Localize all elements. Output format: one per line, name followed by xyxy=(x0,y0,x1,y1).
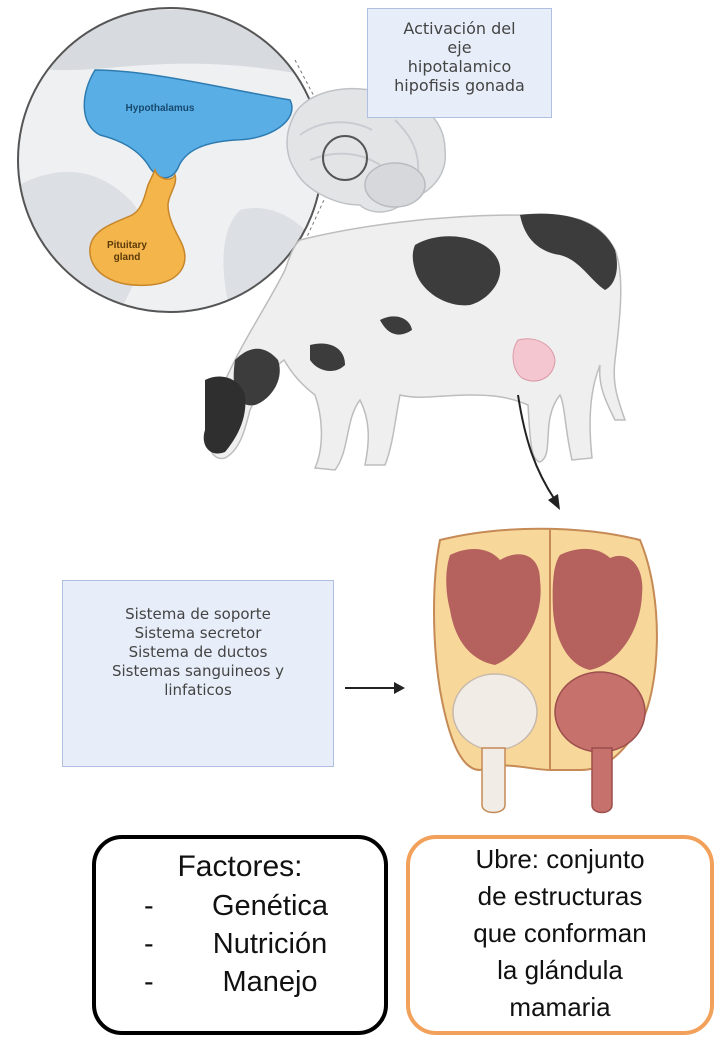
factor-dash: - xyxy=(144,928,154,960)
cow-to-udder-arrow xyxy=(517,394,556,501)
factor-label: Genética xyxy=(211,890,329,922)
pituitary-gland xyxy=(89,167,186,287)
cow-illustration xyxy=(203,213,627,471)
systems-line: linfaticos xyxy=(164,681,232,699)
udder-cross-section xyxy=(433,527,658,814)
factor-item: - Manejo xyxy=(96,963,384,1001)
axis-line: hipotalamico xyxy=(407,57,512,76)
brain-illustration xyxy=(286,87,446,213)
pituitary-label-line-1: Pituitary xyxy=(107,240,147,251)
systems-line: Sistema secretor xyxy=(134,624,262,642)
factor-item: - Nutrición xyxy=(96,925,384,963)
udder-definition-card: Ubre: conjunto de estructuras que confor… xyxy=(406,835,714,1035)
hypothalamus-region xyxy=(83,69,293,179)
axis-line: hipofisis gonada xyxy=(394,76,525,95)
definition-line: de estructuras xyxy=(477,881,643,911)
factor-label: Nutrición xyxy=(212,928,328,960)
systems-line: Sistemas sanguineos y xyxy=(111,662,285,680)
udder-systems-callout: Sistema de soporte Sistema secretor Sist… xyxy=(62,580,334,767)
udder-definition-text: Ubre: conjunto de estructuras que confor… xyxy=(410,841,710,1026)
definition-line: que conforman xyxy=(473,918,647,948)
axis-line: Activación del xyxy=(403,19,516,38)
systems-line: Sistema de ductos xyxy=(128,643,268,661)
factor-label: Manejo xyxy=(222,966,318,998)
factors-title: Factores: xyxy=(177,850,303,883)
factor-dash: - xyxy=(144,890,154,922)
factors-card: Factores: - Genética - Nutrición - Manej… xyxy=(92,835,388,1035)
definition-line: Ubre: conjunto xyxy=(475,844,645,874)
factor-item: - Genética xyxy=(96,887,384,925)
factor-dash: - xyxy=(144,966,154,998)
brain-focus-ring xyxy=(322,135,368,181)
definition-line: la glándula xyxy=(497,955,623,985)
axis-line: eje xyxy=(447,38,472,57)
hypothalamus-label: Hypothalamus xyxy=(126,103,195,114)
definition-line: mamaria xyxy=(509,992,611,1022)
hypothalamus-inset xyxy=(17,7,323,313)
hpg-axis-callout: Activación del eje hipotalamico hipofisi… xyxy=(367,8,552,118)
systems-line: Sistema de soporte xyxy=(125,605,271,623)
pituitary-label-line-2: gland xyxy=(114,252,141,263)
